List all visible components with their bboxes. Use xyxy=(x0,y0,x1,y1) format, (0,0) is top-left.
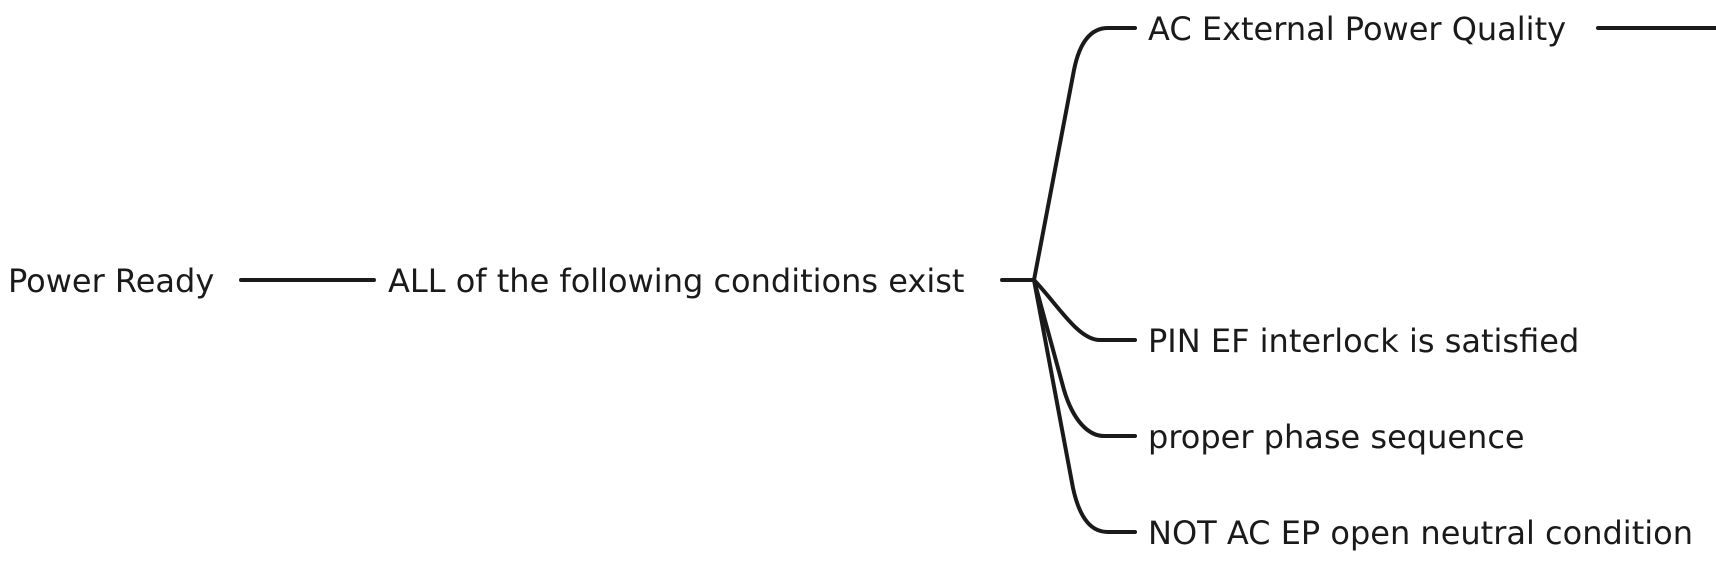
leaf-proper-phase-sequence: proper phase sequence xyxy=(1148,418,1525,456)
leaf-not-ac-ep-open-neutral: NOT AC EP open neutral condition xyxy=(1148,514,1693,552)
connector-to-leaf-ac-external-power-quality xyxy=(1032,26,1137,282)
branch-node-label: ALL of the following conditions exist xyxy=(388,262,964,300)
leaf-ac-external-power-quality: AC External Power Quality xyxy=(1148,10,1566,48)
connector-to-leaf-proper-phase-sequence xyxy=(1032,278,1137,438)
leaf-pin-ef-interlock: PIN EF interlock is satisfied xyxy=(1148,322,1579,360)
connector-to-leaf-not-ac-ep-open-neutral xyxy=(1032,278,1137,534)
root-node-label: Power Ready xyxy=(8,262,214,300)
connector-to-leaf-pin-ef-interlock xyxy=(1032,278,1137,342)
